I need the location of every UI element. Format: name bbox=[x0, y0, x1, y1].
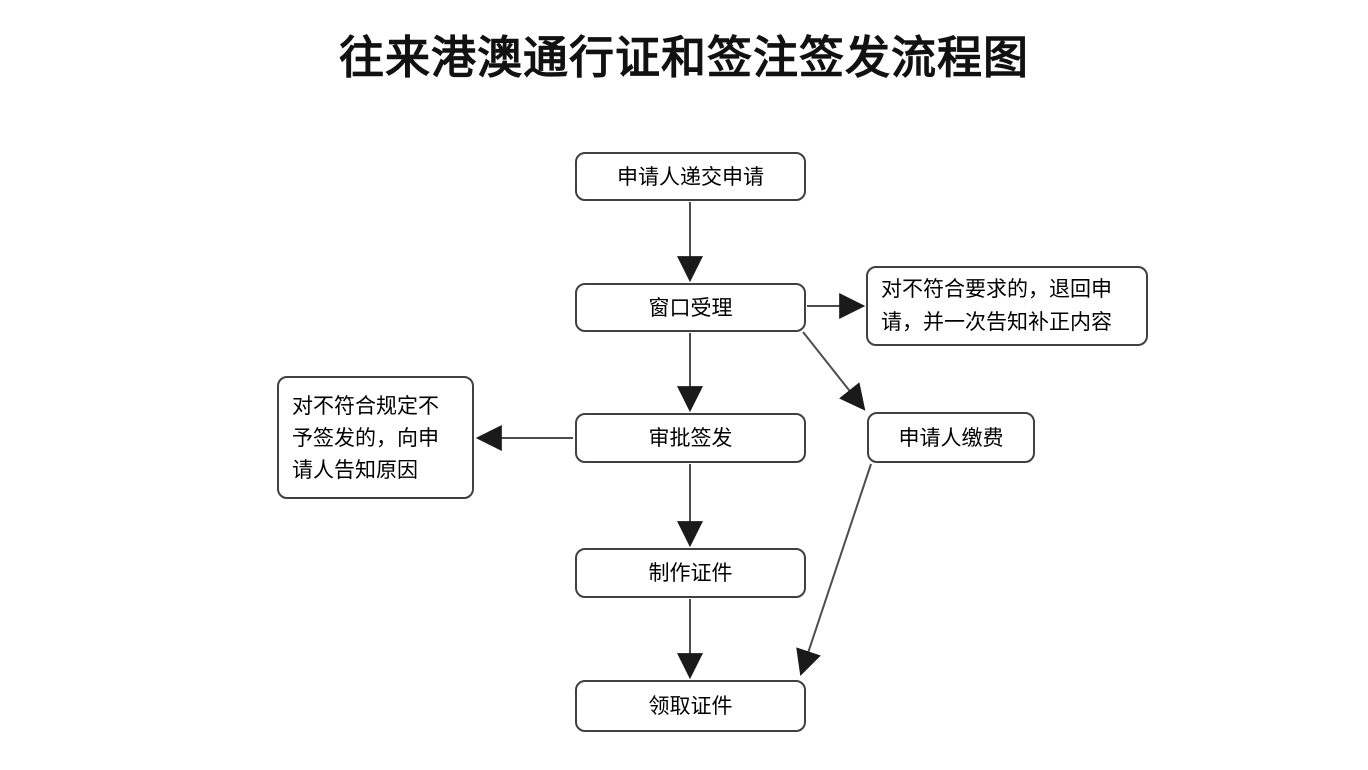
flowchart-title: 往来港澳通行证和签注签发流程图 bbox=[338, 31, 1029, 84]
node-document-collection: 领取证件 bbox=[575, 680, 806, 732]
node-submit-application-label: 申请人递交申请 bbox=[617, 164, 764, 189]
node-return-application-note: 对不符合要求的，退回申请，并一次告知补正内容 bbox=[866, 266, 1148, 346]
node-return-application-note-label: 对不符合要求的，退回申请，并一次告知补正内容 bbox=[881, 277, 1112, 334]
node-rejection-reason-note: 对不符合规定不予签发的，向申请人告知原因 bbox=[277, 376, 474, 499]
edge-window-to-pay bbox=[802, 331, 866, 411]
node-rejection-reason-note-label: 对不符合规定不予签发的，向申请人告知原因 bbox=[292, 393, 439, 482]
node-applicant-payment-label: 申请人缴费 bbox=[898, 425, 1004, 450]
node-approval-issuance-label: 审批签发 bbox=[648, 426, 733, 450]
node-applicant-payment: 申请人缴费 bbox=[867, 412, 1035, 463]
edge-pay-to-collect bbox=[796, 463, 872, 677]
node-document-production-label: 制作证件 bbox=[648, 561, 733, 585]
node-window-acceptance-label: 窗口受理 bbox=[648, 295, 733, 320]
node-approval-issuance: 审批签发 bbox=[575, 413, 806, 463]
node-submit-application: 申请人递交申请 bbox=[575, 152, 806, 201]
node-document-production: 制作证件 bbox=[575, 548, 806, 598]
node-document-collection-label: 领取证件 bbox=[648, 694, 733, 718]
node-window-acceptance: 窗口受理 bbox=[575, 283, 806, 332]
